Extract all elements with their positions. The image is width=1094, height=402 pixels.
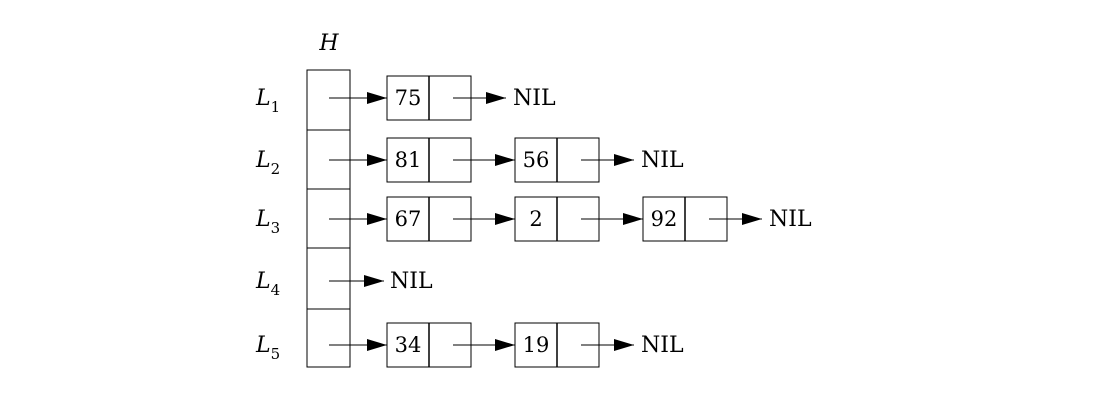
list-node-value: 75 [395,86,422,110]
table-label: H [318,31,339,56]
list-node-value: 19 [523,333,550,357]
list-node-value: 81 [395,148,422,172]
nil-terminator: NIL [769,207,812,232]
nil-terminator: NIL [641,148,684,173]
row-label-subscript: 2 [271,160,281,178]
row-label-subscript: 5 [271,345,281,363]
bucket-row-5: L5 34 19 NIL [255,322,684,368]
list-node-value: 34 [395,333,422,357]
bucket-row-2: L2 81 56 NIL [255,137,684,183]
row-label-subscript: 1 [271,98,281,116]
list-node-value: 56 [523,148,550,172]
list-node-value: 67 [395,207,422,231]
row-label-subscript: 4 [271,281,281,299]
list-node-value: 2 [529,207,542,231]
bucket-row-3: L3 67 2 92 NIL [255,196,812,242]
row-label: L2 [255,148,280,178]
row-label-subscript: 3 [271,219,281,237]
bucket-row-4: L4 NIL [255,269,433,299]
row-label: L5 [255,333,280,363]
row-label: L3 [255,207,280,237]
list-node-value: 92 [651,207,678,231]
bucket-row-1: L1 75 NIL [255,75,556,121]
nil-terminator: NIL [641,333,684,358]
nil-terminator: NIL [513,86,556,111]
row-label: L1 [255,86,280,116]
row-label: L4 [255,269,280,299]
nil-terminator: NIL [390,269,433,294]
